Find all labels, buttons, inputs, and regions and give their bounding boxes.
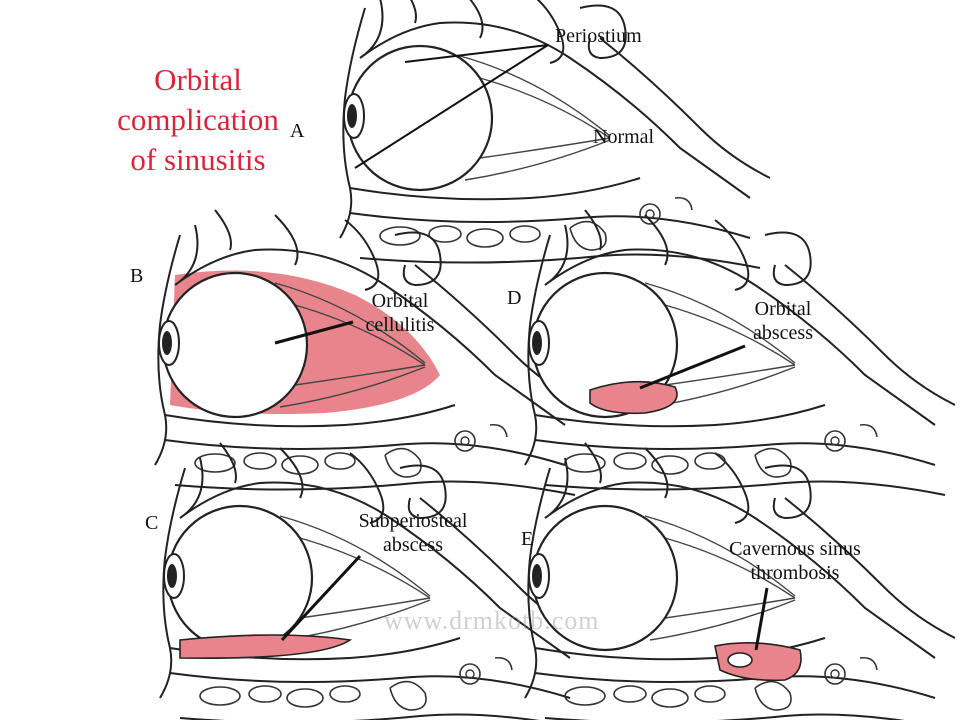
thrombosis-leader [754, 587, 769, 651]
diagram-title: Orbital complication of sinusitis [108, 60, 288, 180]
panel-d-letter: D [507, 287, 522, 309]
subperiosteal-label: Subperiosteal abscess [338, 509, 488, 557]
orbital-abscess-label-line-2: abscess [753, 322, 813, 344]
subperiosteal-label-line-2: abscess [383, 534, 443, 556]
orbital-abscess-leader [639, 344, 746, 390]
thrombosis-label-line-1: Cavernous sinus [729, 538, 861, 560]
panel-b-illustration [153, 208, 587, 497]
watermark: www.drmkotb.com [384, 606, 600, 635]
subperiosteal-label-line-1: Subperiosteal [358, 510, 468, 532]
periostium-leader-bottom [354, 44, 549, 169]
cellulitis-leader [274, 320, 354, 345]
cellulitis-label-line-1: Orbital [371, 290, 429, 312]
title-line-3: of sinusitis [130, 142, 266, 177]
subperiosteal-leader [280, 554, 362, 642]
thrombosis-label-line-2: thrombosis [750, 562, 840, 584]
panel-e-illustration [523, 441, 957, 720]
orbital-abscess-label: Orbital abscess [733, 297, 833, 345]
periostium-label: Periostium [555, 25, 642, 47]
normal-label: Normal [593, 126, 655, 148]
periostium-leader-top [404, 44, 549, 63]
title-line-1: Orbital [154, 62, 242, 97]
panel-a-letter: A [290, 120, 305, 142]
cellulitis-label-line-2: cellulitis [365, 314, 435, 336]
panel-c-letter: C [145, 512, 159, 534]
title-line-2: complication [117, 102, 279, 137]
panel-e-letter: E [521, 528, 534, 550]
thrombosis-label: Cavernous sinus thrombosis [710, 537, 880, 585]
cellulitis-label: Orbital cellulitis [345, 289, 455, 337]
panel-b-letter: B [130, 265, 144, 287]
orbital-abscess-label-line-1: Orbital [754, 298, 812, 320]
panel-c-illustration [158, 441, 592, 720]
panel-d-illustration [523, 208, 957, 497]
